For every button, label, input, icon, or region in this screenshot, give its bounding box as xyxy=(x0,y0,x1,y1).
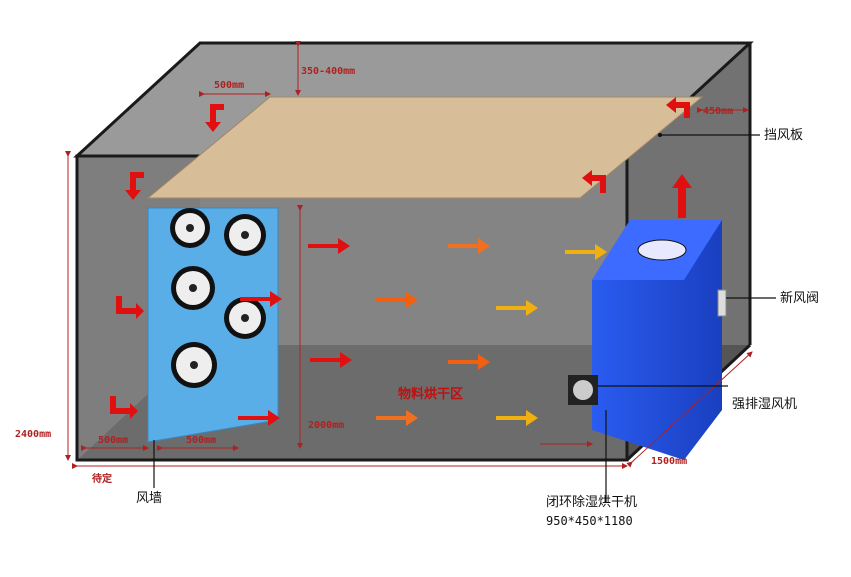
dim-top-clearance: 350-400mm xyxy=(301,66,355,77)
fresh-air-valve-label: 新风阀 xyxy=(780,290,819,306)
dim-top-right-450: 450mm xyxy=(703,106,733,117)
baffle-label: 挡风板 xyxy=(764,128,803,143)
exhaust-fan-label: 强排湿风机 xyxy=(732,397,797,412)
fan-wall xyxy=(147,207,279,443)
dim-height-2400: 2400mm xyxy=(15,429,51,440)
dim-top-left-500: 500mm xyxy=(214,80,244,91)
dryer-size-label: 950*450*1180 xyxy=(546,514,633,528)
fresh-air-valve xyxy=(717,289,727,317)
dryer-name-label: 闭环除湿烘干机 xyxy=(546,495,637,510)
drying-zone-label: 物料烘干区 xyxy=(398,386,463,402)
dim-length-tbd: 待定 xyxy=(92,472,112,485)
dimension-lines xyxy=(65,41,753,469)
airflow-arrows xyxy=(110,97,692,426)
dim-inner-2000: 2000mm xyxy=(308,420,344,431)
baffle-board xyxy=(146,96,704,199)
dim-depth-1500: 1500mm xyxy=(651,456,687,467)
callout-leaders xyxy=(153,134,776,502)
dim-floor-500-b: 500mm xyxy=(186,435,216,446)
fan-wall-label: 风墙 xyxy=(136,491,162,506)
dim-floor-500-a: 500mm xyxy=(98,435,128,446)
fan-icon xyxy=(170,208,266,388)
